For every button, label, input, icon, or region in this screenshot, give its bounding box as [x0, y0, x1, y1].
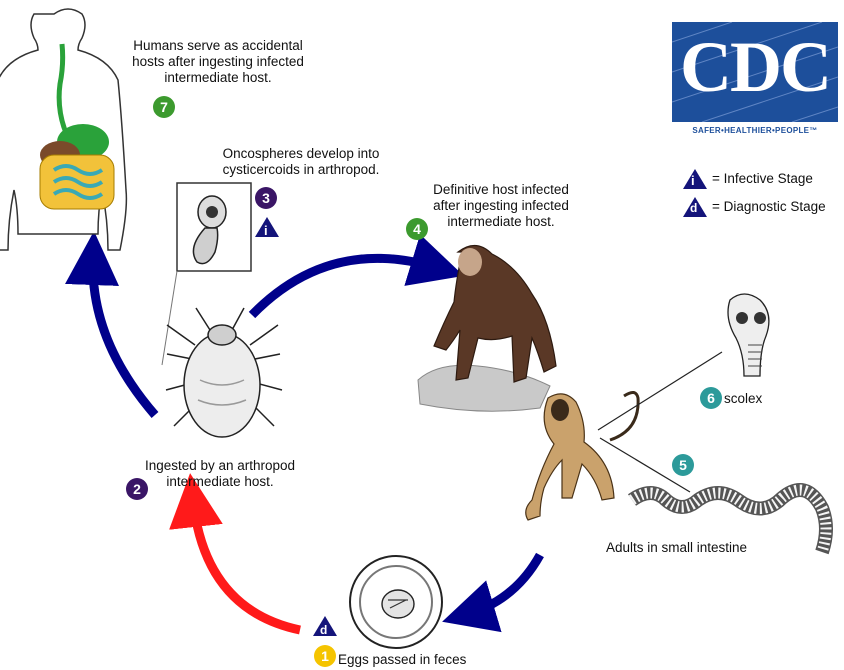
scolex-icon — [728, 294, 769, 376]
cdc-logo-text: CDC — [672, 26, 838, 109]
svg-text:i: i — [264, 223, 268, 238]
legend: i = Infective Stage d = Diagnostic Stage — [682, 168, 842, 222]
arrow-1-to-2 — [193, 500, 300, 630]
step-7-line2: hosts after ingesting infected — [108, 54, 328, 70]
cdc-logo: CDC — [672, 22, 838, 122]
step-7-badge: 7 — [153, 96, 175, 118]
step-1-diagnostic-icon: d — [312, 615, 338, 637]
step-3-line2: cysticercoids in arthropod. — [196, 162, 406, 178]
step-1-badge: 1 — [314, 645, 336, 667]
step-5-label: Adults in small intestine — [606, 540, 747, 556]
step-3-badge: 3 — [255, 187, 277, 209]
step-3-line1: Oncospheres develop into — [196, 146, 406, 162]
step-2-label: Ingested by an arthropod intermediate ho… — [130, 458, 310, 490]
step-7-label: Humans serve as accidental hosts after i… — [108, 38, 328, 86]
chimpanzee-icon — [418, 245, 556, 411]
step-4-label: Definitive host infected after ingesting… — [408, 182, 594, 230]
step-7-line3: intermediate host. — [108, 70, 328, 86]
step-6-badge: 6 — [700, 387, 722, 409]
legend-diagnostic-symbol: d — [690, 201, 697, 215]
step-3-infective-icon: i — [254, 216, 280, 238]
step-4-line2: after ingesting infected — [408, 198, 594, 214]
step-4-line1: Definitive host infected — [408, 182, 594, 198]
step-4-line3: intermediate host. — [408, 214, 594, 230]
step-2-badge: 2 — [126, 478, 148, 500]
step-2-line1: Ingested by an arthropod — [130, 458, 310, 474]
monkey-icon — [526, 352, 722, 520]
arrow-2-to-4 — [252, 258, 438, 315]
arrow-2-to-7 — [93, 258, 155, 415]
legend-infective-symbol: i — [691, 173, 695, 188]
legend-infective-text: = Infective Stage — [712, 171, 813, 186]
step-5-badge: 5 — [672, 454, 694, 476]
egg-icon — [350, 556, 442, 648]
step-1-label: Eggs passed in feces — [338, 652, 466, 668]
cdc-tagline: SAFER•HEALTHIER•PEOPLE™ — [672, 126, 838, 135]
step-6-label: scolex — [724, 391, 762, 407]
arthropod-mite-icon — [166, 308, 282, 437]
step-3-label: Oncospheres develop into cysticercoids i… — [196, 146, 406, 178]
legend-diagnostic-text: = Diagnostic Stage — [712, 199, 826, 214]
infective-triangle-icon — [682, 168, 708, 190]
step-4-badge: 4 — [406, 218, 428, 240]
step-2-line2: intermediate host. — [130, 474, 310, 490]
svg-text:d: d — [320, 623, 327, 637]
step-7-line1: Humans serve as accidental — [108, 38, 328, 54]
arrow-5-to-1 — [468, 555, 540, 614]
